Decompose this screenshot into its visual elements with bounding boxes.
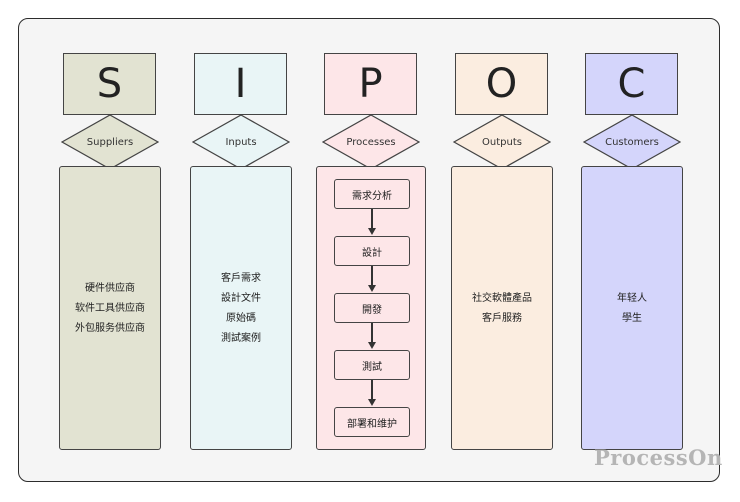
process-step: 部署和维护 (334, 407, 410, 437)
panel-outputs: 社交軟體產品 客戶服務 (451, 166, 553, 450)
diamond-outputs: Outputs (453, 114, 551, 170)
list-item: 外包服务供应商 (75, 323, 145, 334)
list-item: 社交軟體產品 (472, 293, 532, 304)
list-item: 硬件供应商 (85, 283, 135, 294)
column-customers: C Customers 年轻人 學生 (577, 0, 687, 502)
letter-box-i: I (194, 53, 287, 115)
arrowhead-icon (368, 342, 376, 349)
arrowhead-icon (368, 228, 376, 235)
letter-box-o: O (455, 53, 548, 115)
list-item: 設計文件 (221, 293, 261, 304)
column-inputs: I Inputs 客戶需求 設計文件 原始碼 測試案例 (186, 0, 296, 502)
letter-box-p: P (324, 53, 417, 115)
flow-arrow (371, 209, 373, 229)
diamond-label-suppliers: Suppliers (86, 136, 134, 148)
letter-box-s: S (63, 53, 156, 115)
column-outputs: O Outputs 社交軟體產品 客戶服務 (447, 0, 557, 502)
diamond-processes: Processes (322, 114, 420, 170)
outputs-list: 社交軟體產品 客戶服務 (452, 289, 552, 329)
panel-suppliers: 硬件供应商 软件工具供应商 外包服务供应商 (59, 166, 161, 450)
arrowhead-icon (368, 399, 376, 406)
diamond-label-outputs: Outputs (482, 136, 522, 148)
diamond-label-processes: Processes (346, 136, 396, 148)
flow-arrow (371, 323, 373, 343)
column-suppliers: S Suppliers 硬件供应商 软件工具供应商 外包服务供应商 (55, 0, 165, 502)
column-processes: P Processes 需求分析 設計 開發 測試 部署和维护 (316, 0, 426, 502)
process-step: 需求分析 (334, 179, 410, 209)
arrowhead-icon (368, 285, 376, 292)
process-step: 測試 (334, 350, 410, 380)
process-step: 設計 (334, 236, 410, 266)
diamond-label-customers: Customers (605, 136, 659, 148)
panel-inputs: 客戶需求 設計文件 原始碼 測試案例 (190, 166, 292, 450)
inputs-list: 客戶需求 設計文件 原始碼 測試案例 (191, 269, 291, 349)
list-item: 软件工具供应商 (75, 303, 145, 314)
process-step: 開發 (334, 293, 410, 323)
panel-processes: 需求分析 設計 開發 測試 部署和维护 (316, 166, 426, 450)
list-item: 學生 (622, 313, 642, 324)
diamond-suppliers: Suppliers (61, 114, 159, 170)
suppliers-list: 硬件供应商 软件工具供应商 外包服务供应商 (60, 279, 160, 339)
processon-watermark: ProcessOn (594, 445, 723, 470)
list-item: 原始碼 (226, 313, 256, 324)
customers-list: 年轻人 學生 (582, 289, 682, 329)
diamond-customers: Customers (583, 114, 681, 170)
letter-box-c: C (585, 53, 678, 115)
list-item: 客戶服務 (482, 313, 522, 324)
panel-customers: 年轻人 學生 (581, 166, 683, 450)
flow-arrow (371, 380, 373, 400)
list-item: 測試案例 (221, 333, 261, 344)
diamond-inputs: Inputs (192, 114, 290, 170)
list-item: 年轻人 (617, 293, 647, 304)
flow-arrow (371, 266, 373, 286)
diamond-label-inputs: Inputs (225, 136, 257, 148)
list-item: 客戶需求 (221, 273, 261, 284)
